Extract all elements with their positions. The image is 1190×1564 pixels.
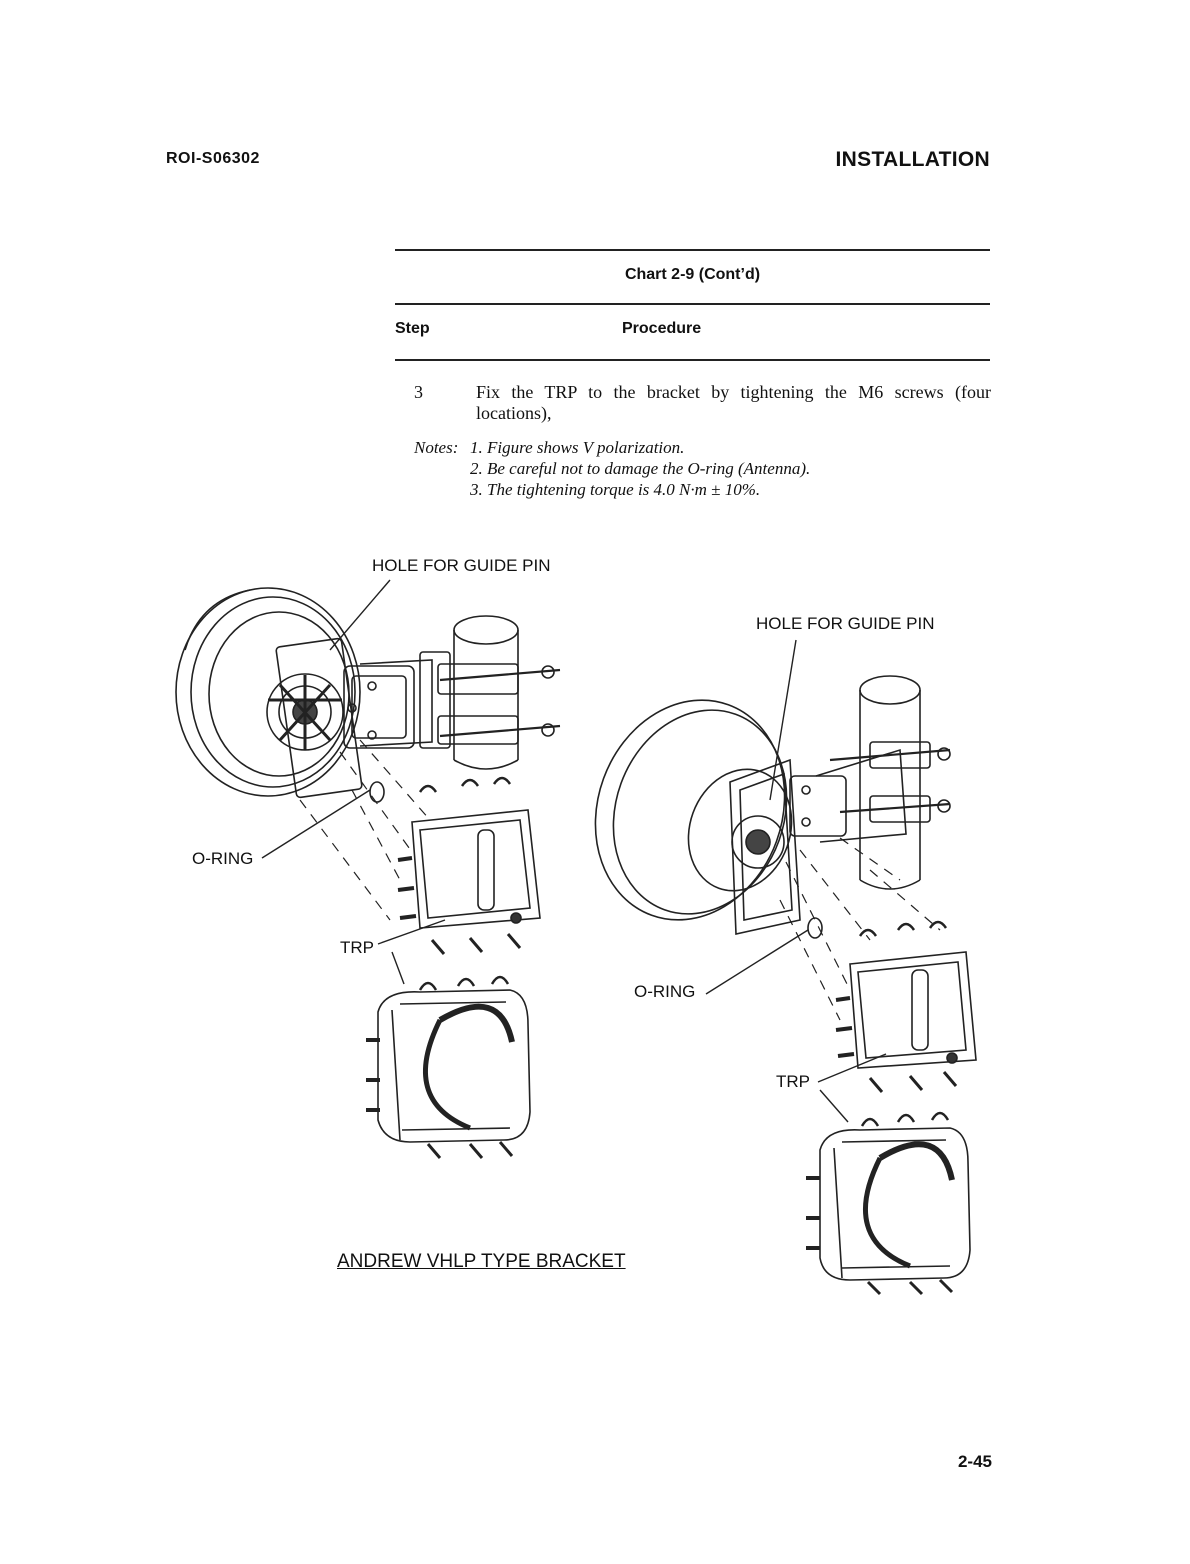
page-number: 2-45 (957, 1452, 992, 1471)
column-header-step: Step (395, 320, 430, 337)
right-mounting-pole-illustration (829, 675, 951, 890)
document-id: ROI-S06302 (166, 150, 260, 167)
figure-caption: ANDREW VHLP TYPE BRACKET (337, 1251, 626, 1272)
section-title: INSTALLATION (835, 148, 990, 171)
left-oring-illustration (369, 781, 385, 803)
right-guide-pin-leader (769, 639, 797, 801)
left-oring-leader (261, 789, 371, 859)
left-trp-leader-bottom (391, 951, 405, 985)
right-oring-illustration (807, 917, 823, 939)
right-guide-pin-label: HOLE FOR GUIDE PIN (756, 614, 935, 633)
right-trp-leader-bottom (819, 1089, 849, 1123)
table-body-rule (395, 359, 990, 361)
left-trp-label: TRP (340, 938, 374, 957)
table-header-rule (395, 303, 990, 305)
right-oring-leader (705, 929, 809, 995)
right-trp-rear-illustration (806, 1111, 971, 1296)
right-bracket-plate-illustration (729, 748, 907, 935)
step-text: Fix the TRP to the bracket by tightening… (476, 382, 991, 423)
left-guide-pin-leader (329, 579, 391, 651)
left-guide-lines (299, 739, 431, 921)
note-item-2: 2. Be careful not to damage the O-ring (… (470, 459, 811, 478)
step-number: 3 (414, 382, 423, 402)
note-item-3: 3. The tightening torque is 4.0 N·m ± 10… (470, 480, 761, 499)
table-top-rule (395, 249, 990, 251)
right-antenna-dish-illustration (594, 699, 793, 921)
column-header-procedure: Procedure (622, 320, 702, 337)
left-trp-rear-illustration (366, 975, 531, 1159)
left-trp-unit-illustration (397, 776, 541, 955)
left-bracket-plate-illustration (275, 637, 451, 799)
note-item-1: 1. Figure shows V polarization. (470, 438, 685, 457)
left-trp-leader-top (377, 919, 446, 945)
left-antenna-dish-illustration (175, 587, 361, 797)
left-guide-pin-label: HOLE FOR GUIDE PIN (372, 556, 551, 575)
right-trp-unit-illustration (835, 920, 977, 1093)
right-oring-label: O-RING (634, 982, 696, 1001)
right-guide-lines (779, 837, 941, 1021)
left-oring-label: O-RING (192, 849, 254, 868)
right-trp-leader-top (817, 1053, 887, 1083)
chart-title: Chart 2-9 (Cont’d) (624, 266, 761, 283)
notes-prefix: Notes: (414, 438, 459, 457)
right-trp-label: TRP (776, 1072, 810, 1091)
left-mounting-pole-illustration (437, 615, 561, 770)
